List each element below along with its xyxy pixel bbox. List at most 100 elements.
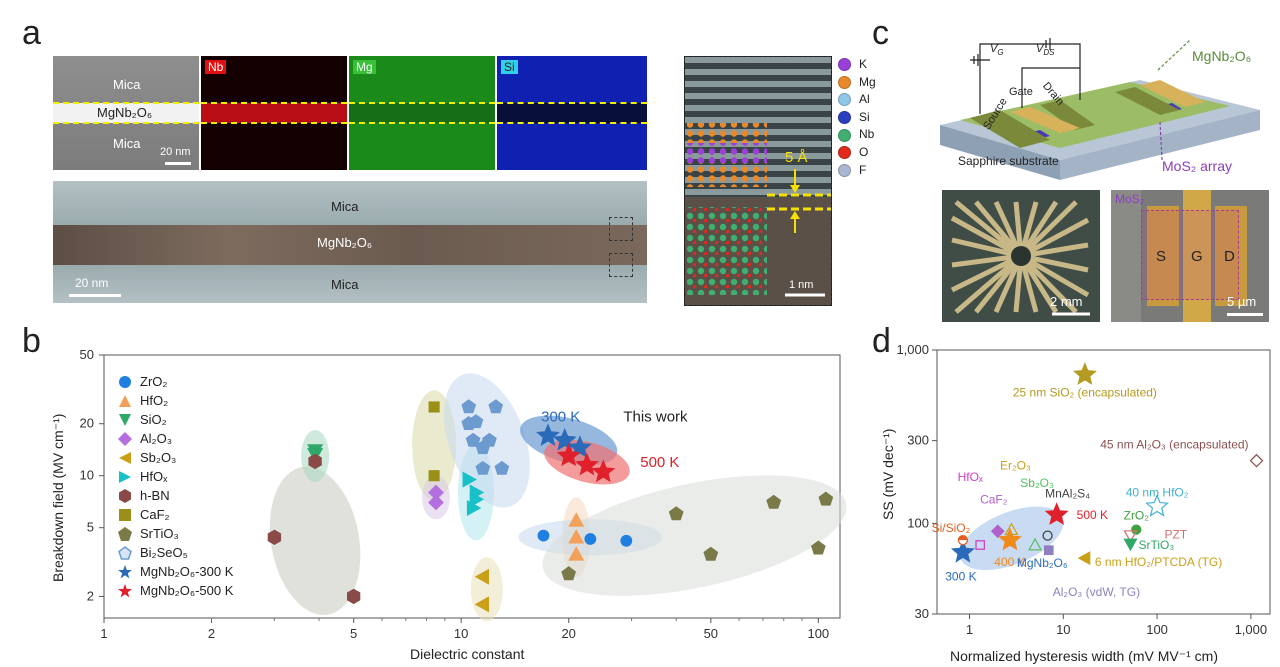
element-name: Si [859, 109, 870, 124]
data-point-mnal-s- [1042, 530, 1053, 541]
annotation-500k: 500 K [640, 454, 679, 471]
legend-label: Sb₂O₃ [140, 450, 177, 465]
source-contact [970, 110, 1050, 148]
data-point-srtio- [818, 491, 834, 506]
vds-subscript: DS [1043, 48, 1055, 58]
nb-map: Nb [201, 56, 347, 170]
triangle-up-icon [119, 394, 131, 407]
data-label-al-o-vdw-tg-: Al₂O₃ (vdW, TG) [1053, 585, 1140, 599]
si-swatch [838, 111, 851, 125]
triangle-left-icon [119, 451, 131, 464]
data-point-hfo- [469, 491, 485, 508]
annotation-this-work: This work [623, 409, 688, 426]
o-swatch [838, 146, 851, 160]
scale-bar [165, 162, 191, 165]
data-label-er-o-: Er₂O₃ [1000, 459, 1031, 473]
data-point-caf- [428, 470, 440, 482]
nb-tag: Nb [205, 60, 227, 74]
chart-b-ylabel: Breakdown field (MV cm⁻¹) [50, 413, 66, 582]
y-tick-label: 5 [87, 520, 94, 535]
legend-label: MgNb₂O₆-500 K [140, 583, 234, 598]
triangle-down-icon [119, 413, 131, 426]
element-name: Mg [859, 74, 876, 89]
atomic-image: 5 Å 1 nm [684, 56, 832, 306]
x-tick-label: 1 [100, 626, 107, 641]
data-label-hfo-: HfOₓ [958, 470, 983, 484]
element-nb: Nb [838, 126, 876, 144]
gap-label: 5 Å [785, 149, 808, 166]
data-point-400-k [997, 527, 1022, 551]
data-label-45-nm-al-o-encapsulated-: 45 nm Al₂O₃ (encapsulated) [1100, 438, 1248, 452]
plot-frame [103, 354, 841, 619]
vds-label: VDS [1036, 43, 1054, 57]
mg-map: Mg [349, 56, 495, 170]
data-label-400-k: 400 K [994, 555, 1025, 569]
element-f: F [838, 162, 876, 180]
tem-scale-label: 20 nm [75, 276, 109, 290]
tem-scale-bar [69, 294, 121, 297]
element-al: Al [838, 91, 876, 109]
sem-image: MoS₂ S G D 5 µm [1111, 190, 1269, 322]
mica-top-label: Mica [113, 77, 141, 92]
data-label-6-nm-hfo-ptcda-tg-: 6 nm HfO₂/PTCDA (TG) [1095, 555, 1222, 569]
film-label: MgNb₂O₆ [97, 105, 153, 120]
mg-tag: Mg [353, 60, 376, 74]
tem-mica-top-label: Mica [331, 199, 359, 214]
chart-d-xlabel: Normalized hysteresis width (mV MV⁻¹ cm) [950, 648, 1218, 664]
panel-label-b: b [22, 322, 41, 360]
data-point-25-nm-sio-encapsulated- [1072, 362, 1097, 385]
channel-callout: MoS₂ array [1162, 158, 1233, 174]
f-swatch [838, 163, 851, 177]
haadf-image: Mica MgNb₂O₆ Mica 20 nm [53, 56, 199, 170]
chart-b-legend: ZrO₂ HfO₂ SiO₂ Al₂O₃ Sb₂O₃ HfOₓ h-BN CaF… [118, 372, 233, 600]
vg-subscript: G [997, 48, 1004, 58]
data-label-si-sio-: Si/SiO₂ [932, 521, 971, 535]
film-callout: MgNb₂O₆ [1192, 48, 1252, 64]
data-point-caf- [990, 524, 1005, 539]
data-point-zro- [584, 533, 597, 545]
pentagon-open-icon [118, 545, 132, 560]
data-point-h-bn [267, 529, 282, 545]
atomic-scale-label: 1 nm [789, 279, 814, 291]
si-tag: Si [501, 60, 518, 74]
data-point-hfo- [975, 540, 986, 550]
legend-hbn: h-BN [118, 486, 233, 505]
zoom-box-bottom [609, 253, 633, 277]
data-label-mnal-s-: MnAl₂S₄ [1045, 487, 1090, 501]
data-point-al-o- [428, 494, 444, 511]
element-name: O [859, 144, 869, 159]
diamond-icon [118, 431, 132, 446]
legend-hfo2: HfO₂ [118, 391, 233, 410]
legend-label: HfOₓ [140, 469, 168, 484]
legend-bi2seo5: Bi₂SeO₅ [118, 543, 233, 562]
legend-label: SrTiO₃ [140, 526, 179, 541]
cluster-ellipse [269, 466, 361, 616]
data-point-srtio- [766, 494, 782, 509]
al-swatch [838, 93, 851, 107]
legend-label: MgNb₂O₆-300 K [140, 564, 234, 579]
legend-zro2: ZrO₂ [118, 372, 233, 391]
element-k: K [838, 56, 876, 74]
panel-label-c: c [872, 14, 889, 52]
sem-s-label: S [1156, 248, 1167, 265]
data-point-45-nm-al-o-encapsulated- [1249, 453, 1264, 468]
x-tick-label: 50 [704, 626, 718, 641]
data-point-pzt [1123, 530, 1138, 543]
y-tick-label: 10 [80, 468, 94, 483]
data-label-sb-o-: Sb₂O₃ [1020, 476, 1054, 490]
substrate-label: Sapphire substrate [958, 154, 1059, 168]
legend-label: Al₂O₃ [140, 431, 173, 446]
data-point-h-bn [347, 588, 361, 605]
data-point-hfo- [462, 471, 477, 488]
element-name: K [859, 57, 868, 71]
x-tick-label: 1 [966, 622, 973, 637]
data-point-bi-seo- [468, 414, 484, 429]
y-tick-label: 2 [87, 588, 94, 603]
data-label-caf-: CaF₂ [980, 492, 1008, 506]
data-point-zro- [620, 534, 633, 547]
data-label-40-nm-hfo-: 40 nm HfO₂ [1126, 486, 1189, 500]
legend-sio2: SiO₂ [118, 410, 233, 429]
panel-label-d: d [872, 322, 891, 360]
legend-mgnb2o6-300: MgNb₂O₆-300 K [118, 562, 233, 581]
